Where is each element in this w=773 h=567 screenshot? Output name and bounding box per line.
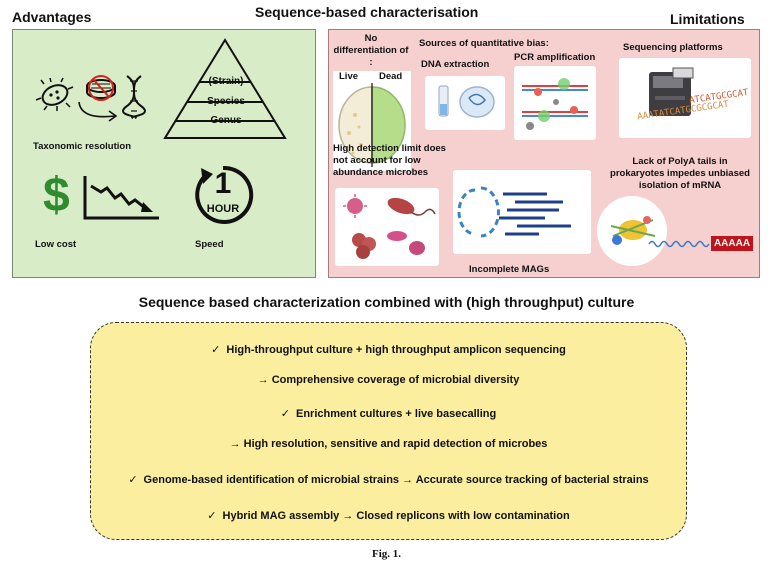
- combined-point-6: ✓ Hybrid MAG assembly → Closed replicons …: [91, 509, 686, 523]
- pyramid-level-species: Species: [207, 96, 245, 107]
- tube-extraction-icon: [438, 85, 495, 118]
- combined-point-2: → Comprehensive coverage of microbial di…: [91, 373, 686, 387]
- check-icon: ✓: [128, 474, 138, 486]
- dollar-icon: $: [43, 169, 70, 222]
- petri-dish-crossed-icon: [86, 75, 116, 101]
- check-icon: ✓: [211, 344, 221, 356]
- combined-heading: Sequence based characterization combined…: [138, 294, 635, 310]
- sequencing-platforms-label: Sequencing platforms: [623, 42, 723, 53]
- polya-label: Lack of PolyA tails in prokaryotes imped…: [610, 156, 750, 191]
- ribosome-mrna-icon: [610, 216, 656, 245]
- live-dead-dish: Live Dead: [333, 71, 411, 171]
- advantages-panel: (Strain) Species Genus Taxonomic resolut…: [12, 29, 316, 278]
- incomplete-mags-label: Incomplete MAGs: [469, 264, 550, 275]
- advantages-heading: Advantages: [12, 9, 92, 25]
- dna-extraction-label: DNA extraction: [421, 59, 490, 70]
- polya-tail: AAAAA: [711, 236, 753, 251]
- one-hour-clock-icon: [195, 165, 254, 224]
- limitations-panel: No differentiation of : Live Dead Source…: [328, 29, 760, 278]
- point-text: Genome-based identification of microbial…: [143, 474, 649, 486]
- incomplete-mags-image: [453, 170, 591, 254]
- low-abundance-image: [335, 188, 439, 266]
- point-text: → High resolution, sensitive and rapid d…: [229, 438, 548, 450]
- mrna-wave-icon: [648, 240, 710, 248]
- combined-point-3: ✓ Enrichment cultures + live basecalling: [91, 407, 686, 421]
- pcr-strands-icon: [522, 78, 588, 130]
- taxonomic-resolution-label: Taxonomic resolution: [33, 141, 132, 152]
- taxonomy-pyramid: [163, 38, 287, 139]
- point-text: Enrichment cultures + live basecalling: [296, 408, 497, 420]
- pyramid-level-genus: Genus: [210, 115, 242, 126]
- bacterium-icon: [35, 77, 74, 111]
- no-differentiation-label: No differentiation of :: [333, 33, 409, 68]
- speed-label: Speed: [195, 239, 224, 250]
- point-text: Hybrid MAG assembly → Closed replicons w…: [222, 510, 570, 522]
- clock-unit: HOUR: [206, 203, 240, 215]
- limitations-heading: Limitations: [670, 11, 745, 27]
- sequencer-machine-icon: [649, 67, 694, 116]
- figure-caption: Fig. 1.: [371, 548, 402, 560]
- fragmented-genome-icon: [457, 186, 571, 238]
- pcr-amplification-label: PCR amplification: [514, 52, 596, 63]
- microbes-icon: [343, 194, 436, 259]
- petri-dish-live-dead-icon: [338, 83, 406, 167]
- combined-point-4: → High resolution, sensitive and rapid d…: [91, 437, 686, 451]
- dna-extraction-image: [425, 76, 505, 130]
- high-detection-limit-label: High detection limit does not account fo…: [333, 143, 446, 178]
- bias-title: Sources of quantitative bias:: [419, 38, 549, 49]
- pyramid-level-strain: (Strain): [208, 76, 244, 87]
- combined-point-5: ✓ Genome-based identification of microbia…: [91, 473, 686, 487]
- figure-title: Sequence-based characterisation: [255, 4, 479, 20]
- check-icon: ✓: [207, 510, 217, 522]
- pcr-image: [514, 66, 596, 140]
- dead-label: Dead: [379, 71, 403, 82]
- point-text: → Comprehensive coverage of microbial di…: [257, 374, 520, 386]
- point-text: High-throughput culture + high throughpu…: [226, 344, 566, 356]
- live-label: Live: [339, 71, 359, 82]
- dna-icon: [122, 75, 146, 119]
- combined-point-1: ✓ High-throughput culture + high throughp…: [91, 343, 686, 357]
- declining-cost-chart-icon: [83, 176, 159, 220]
- check-icon: ✓: [280, 408, 290, 420]
- combined-points-box: ✓ High-throughput culture + high throughp…: [90, 322, 687, 540]
- polya-image: [597, 196, 667, 266]
- sequencer-image: ATCATGCGCAT AAATATCATGCGCGCAT: [619, 58, 751, 138]
- clock-number: 1: [214, 167, 232, 200]
- curved-arrow-icon: [78, 101, 118, 122]
- low-cost-label: Low cost: [35, 239, 77, 250]
